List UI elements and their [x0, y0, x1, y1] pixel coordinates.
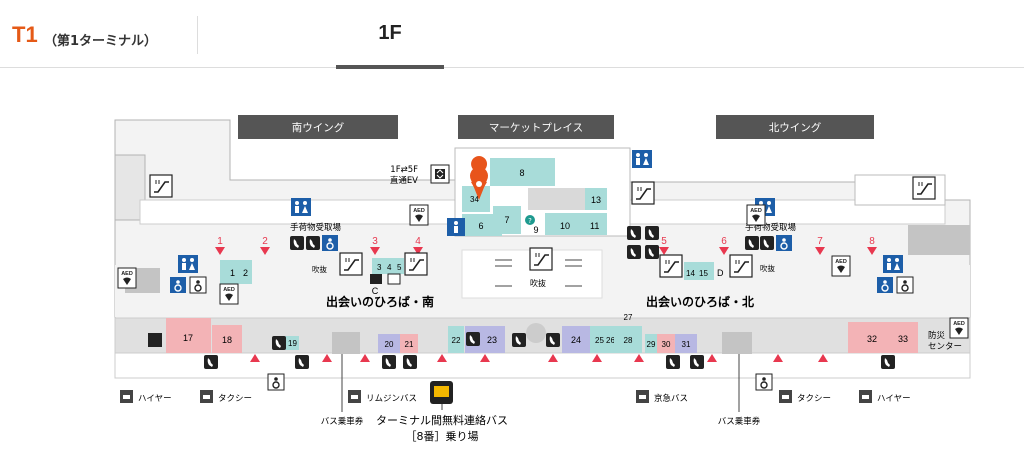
atrium-center: 吹抜	[530, 278, 546, 288]
bus-ticket-left: バス乗車券	[321, 416, 364, 427]
baggage-claim-south: 手荷物受取場	[290, 222, 342, 233]
plaza-north-label: 出会いのひろば・北	[646, 294, 754, 309]
marker-d: D	[717, 268, 724, 278]
shop-32: 32	[867, 334, 877, 344]
hire-label-right: ハイヤー	[877, 394, 911, 404]
shop-24: 24	[571, 335, 581, 345]
shop-11: 11	[590, 221, 599, 231]
shop-8: 8	[519, 168, 524, 178]
elevator-note-2: 直通EV	[390, 175, 418, 186]
shop-27: 27	[624, 313, 633, 322]
shuttle-bus-line1: ターミナル間無料連絡バス	[376, 413, 508, 427]
gate-1: 1	[217, 236, 223, 247]
shop-26: 26	[606, 336, 615, 345]
shop-31: 31	[682, 340, 691, 349]
disaster-center-2: センター	[928, 342, 962, 352]
shop-15: 15	[699, 269, 708, 278]
taxi-label-right: タクシー	[797, 394, 831, 404]
terminal-name: （第1ターミナル）	[44, 34, 158, 49]
hire-label-left: ハイヤー	[138, 394, 172, 404]
gate-5: 5	[661, 236, 667, 247]
shop-29: 29	[647, 340, 656, 349]
gate-4: 4	[415, 236, 421, 247]
shop-34: 34	[470, 195, 479, 204]
active-tab-indicator	[336, 65, 444, 69]
shop-22: 22	[452, 336, 461, 345]
shop-1: 1	[230, 268, 235, 278]
header: T1 （第1ターミナル） 1F	[0, 0, 1024, 69]
shop-13: 13	[591, 195, 601, 205]
shop-19: 19	[288, 339, 297, 348]
shuttle-bus-line2: ［8番］乗り場	[406, 430, 479, 443]
shop-25: 25	[595, 336, 604, 345]
svg-text:?: ?	[528, 217, 532, 225]
shop-9: 9	[533, 225, 538, 235]
shop-23: 23	[487, 335, 497, 345]
shop-2: 2	[243, 268, 248, 278]
baggage-claim-north: 手荷物受取場	[745, 222, 797, 233]
shop-5: 5	[397, 263, 402, 272]
limousine-label: リムジンバス	[366, 394, 417, 404]
shop-20: 20	[385, 340, 394, 349]
elevator-note-1: 1F⇄5F	[390, 165, 418, 175]
atrium-south: 吹抜	[312, 264, 327, 274]
gate-8: 8	[869, 236, 875, 247]
header-divider	[197, 16, 198, 54]
gate-2: 2	[262, 236, 268, 247]
atrium-north: 吹抜	[760, 263, 775, 273]
shop-28: 28	[624, 336, 633, 345]
gate-3: 3	[372, 236, 378, 247]
shop-30: 30	[662, 340, 671, 349]
keikyu-label: 京急バス	[654, 393, 688, 404]
shop-33: 33	[898, 334, 908, 344]
taxi-label-left: タクシー	[218, 394, 252, 404]
gate-markers: 1 2 3 4 5 6 7 8	[215, 236, 877, 255]
shop-14: 14	[686, 269, 695, 278]
shop-7: 7	[504, 215, 509, 225]
shop-18: 18	[222, 335, 232, 345]
gate-7: 7	[817, 236, 823, 247]
wing-label-south: 南ウイング	[292, 121, 345, 134]
wing-label-market: マーケットプレイス	[489, 122, 583, 134]
shop-3: 3	[377, 263, 382, 272]
shop-10: 10	[560, 221, 570, 231]
floor-map-svg: AED 南ウイング マーケットプレイス 北ウイング 8 13 34 7 6 10…	[114, 115, 971, 443]
shop-21: 21	[405, 340, 414, 349]
marker-c: C	[372, 286, 379, 296]
wing-label-north: 北ウイング	[769, 121, 822, 134]
gate-6: 6	[721, 236, 727, 247]
tab-floor-1f[interactable]: 1F	[336, 0, 444, 69]
disaster-center-1: 防災	[928, 330, 946, 341]
floor-map[interactable]: AED 南ウイング マーケットプレイス 北ウイング 8 13 34 7 6 10…	[0, 68, 1024, 448]
terminal-code: T1	[12, 22, 38, 47]
shop-4: 4	[387, 263, 392, 272]
shop-17: 17	[183, 333, 193, 343]
plaza-south-label: 出会いのひろば・南	[326, 294, 434, 309]
bus-ticket-right: バス乗車券	[718, 416, 761, 427]
floor-tab-label: 1F	[378, 22, 402, 44]
shop-6: 6	[478, 221, 483, 231]
